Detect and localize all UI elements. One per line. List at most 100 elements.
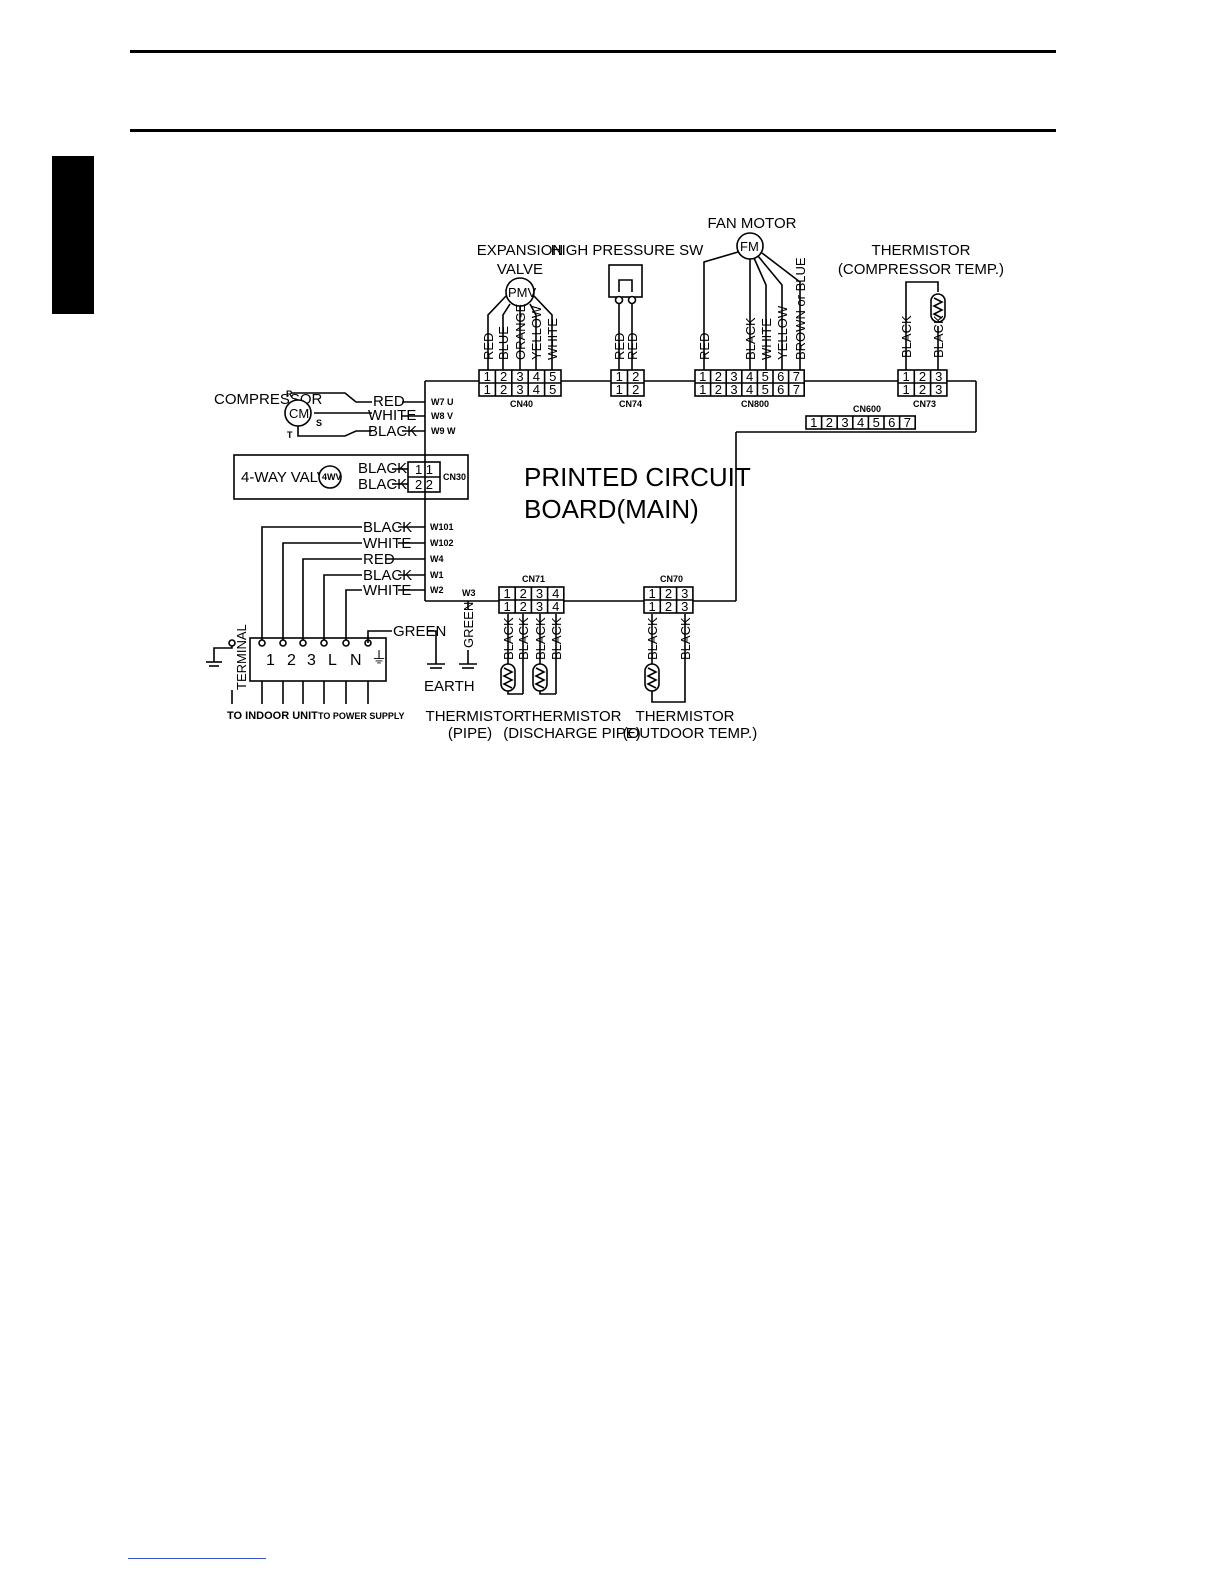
cn40-pin: 4 (533, 369, 540, 384)
expansion-wire-yellow: YELLOW (529, 305, 544, 360)
cn71-wire-4: BLACK (549, 617, 564, 660)
cn600-pin: 3 (841, 415, 848, 430)
header-rule-top (130, 50, 1056, 53)
expansion-valve-group: EXPANSION VALVE PMV RED BLUE ORANGE YELL… (477, 242, 563, 409)
side-tab (52, 156, 94, 314)
high-pressure-group: HIGH PRESSURE SW RED RED CN74 (551, 242, 704, 409)
fan-wire-yellow: YELLOW (775, 305, 790, 360)
cn70-pin: 3 (681, 586, 688, 601)
cn74-pin: 1 (616, 382, 623, 397)
cn800-pin: 3 (730, 382, 737, 397)
cn40-pin: 1 (484, 382, 491, 397)
fan-wire-white: WHITE (759, 318, 774, 360)
fan-wire-brown-blue: BROWN or BLUE (793, 257, 808, 360)
cn71-pin: 2 (520, 586, 527, 601)
cn71-wire-1: BLACK (501, 617, 516, 660)
four-way-connector: CN30 (443, 472, 466, 482)
expansion-wire-orange: ORANGE (513, 303, 528, 360)
cn40-pin: 5 (549, 382, 556, 397)
power-tag-w1: W1 (430, 570, 444, 580)
terminal-pin-3: 3 (307, 652, 316, 669)
cn71-wire-3: BLACK (533, 617, 548, 660)
cn40-pin: 3 (516, 369, 523, 384)
pcb-title-line2: BOARD(MAIN) (524, 494, 699, 524)
four-way-frame (233, 454, 469, 500)
thermistor-comp-group: THERMISTOR (COMPRESSOR TEMP.) BLACK BLAC… (838, 242, 1004, 414)
cn600-pin: 5 (873, 415, 880, 430)
cn71-pin: 3 (536, 586, 543, 601)
terminal-label: TERMINAL (234, 624, 249, 690)
cn71-pin: 4 (552, 599, 559, 614)
cn600-pin: 7 (904, 415, 911, 430)
cn70-pin: 1 (649, 599, 656, 614)
cn71-group: CN71 BLACK BLACK BLACK BLACK THERMISTOR … (426, 574, 641, 742)
four-way-pins1: 1 1 (415, 462, 433, 477)
earth-green2-label: GREEN (461, 602, 476, 648)
cn40-pin: 3 (516, 382, 523, 397)
terminal-pin-l: L (328, 652, 337, 669)
cn70-pin: 2 (665, 599, 672, 614)
cn70-pin: 1 (649, 586, 656, 601)
comp-wire-red: RED (373, 393, 405, 410)
cn73-pin: 1 (903, 382, 910, 397)
cn73-pin: 2 (919, 369, 926, 384)
power-wire-black1: BLACK (363, 519, 412, 536)
terminal-pin-2: 2 (287, 652, 296, 669)
terminal-arrows (231, 681, 369, 704)
power-wire-red: RED (363, 551, 395, 568)
terminal-pin-n: N (350, 652, 362, 669)
cn73-pin: 3 (935, 382, 942, 397)
comp-tag-w9: W9 W (431, 426, 456, 436)
cn600-label: CN600 (853, 404, 881, 414)
cn40-pin: 2 (500, 382, 507, 397)
cn71-pin: 2 (520, 599, 527, 614)
earth-tag-w3: W3 (462, 588, 476, 598)
thermistor-outdoor-label-2: (OUTDOOR TEMP.) (623, 725, 757, 742)
compressor-s: S (316, 418, 322, 428)
cn71-label: CN71 (522, 574, 545, 584)
four-way-symbol-text: 4WV (322, 472, 342, 482)
comp-wire-black: BLACK (368, 423, 417, 440)
cn70-wire-1: BLACK (645, 617, 660, 660)
terminal-pin-earth: ⏚ (371, 649, 387, 667)
terminal-block-group: TERMINAL 1 2 3 L N ⏚ TO INDOOR UNIT TO P… (206, 624, 405, 722)
cn73-pin: 2 (919, 382, 926, 397)
cn70-pin: 3 (681, 599, 688, 614)
power-wire-black2: BLACK (363, 567, 412, 584)
earth-green-label: GREEN (393, 623, 446, 640)
high-pressure-label: HIGH PRESSURE SW (551, 242, 704, 259)
four-way-valve-group: 4-WAY VALVE 4WV BLACK BLACK 1 1 2 2 CN30 (233, 454, 469, 500)
high-pressure-wire-2: RED (625, 333, 640, 360)
expansion-label-1: EXPANSION (477, 242, 563, 259)
thermistor-comp-wire-2: BLACK (931, 315, 946, 358)
cn70-wire-2: BLACK (678, 617, 693, 660)
power-tag-w4: W4 (430, 554, 444, 564)
thermistor-discharge-label-2: (DISCHARGE PIPE) (503, 725, 641, 742)
high-pressure-wire-1: RED (612, 333, 627, 360)
power-wires-group: BLACK WHITE RED BLACK WHITE W101 W102 W4… (261, 519, 454, 643)
to-power-label: TO POWER SUPPLY (318, 711, 405, 721)
thermistor-discharge-label-1: THERMISTOR (523, 708, 622, 725)
cn800-pin: 6 (777, 369, 784, 384)
header-rule-bottom (130, 129, 1056, 132)
expansion-label-2: VALVE (497, 261, 543, 278)
comp-tag-w8: W8 V (431, 411, 453, 421)
cn71-pin: 4 (552, 586, 559, 601)
cn70-label: CN70 (660, 574, 683, 584)
thermistor-pipe-label-2: (PIPE) (448, 725, 492, 742)
cn800-label: CN800 (741, 399, 769, 409)
expansion-wire-red: RED (481, 333, 496, 360)
cn800-pin: 7 (793, 369, 800, 384)
terminal-pin-1: 1 (266, 652, 275, 669)
cn800-pin: 1 (699, 369, 706, 384)
thermistor-pipe-label-1: THERMISTOR (426, 708, 525, 725)
cn800-pin: 6 (777, 382, 784, 397)
expansion-symbol-text: PMV (508, 285, 537, 300)
fan-wire-black: BLACK (743, 317, 758, 360)
cn600-pin: 1 (810, 415, 817, 430)
cn70-pin: 2 (665, 586, 672, 601)
expansion-wire-white: WHITE (545, 318, 560, 360)
power-wire-white2: WHITE (363, 582, 411, 599)
